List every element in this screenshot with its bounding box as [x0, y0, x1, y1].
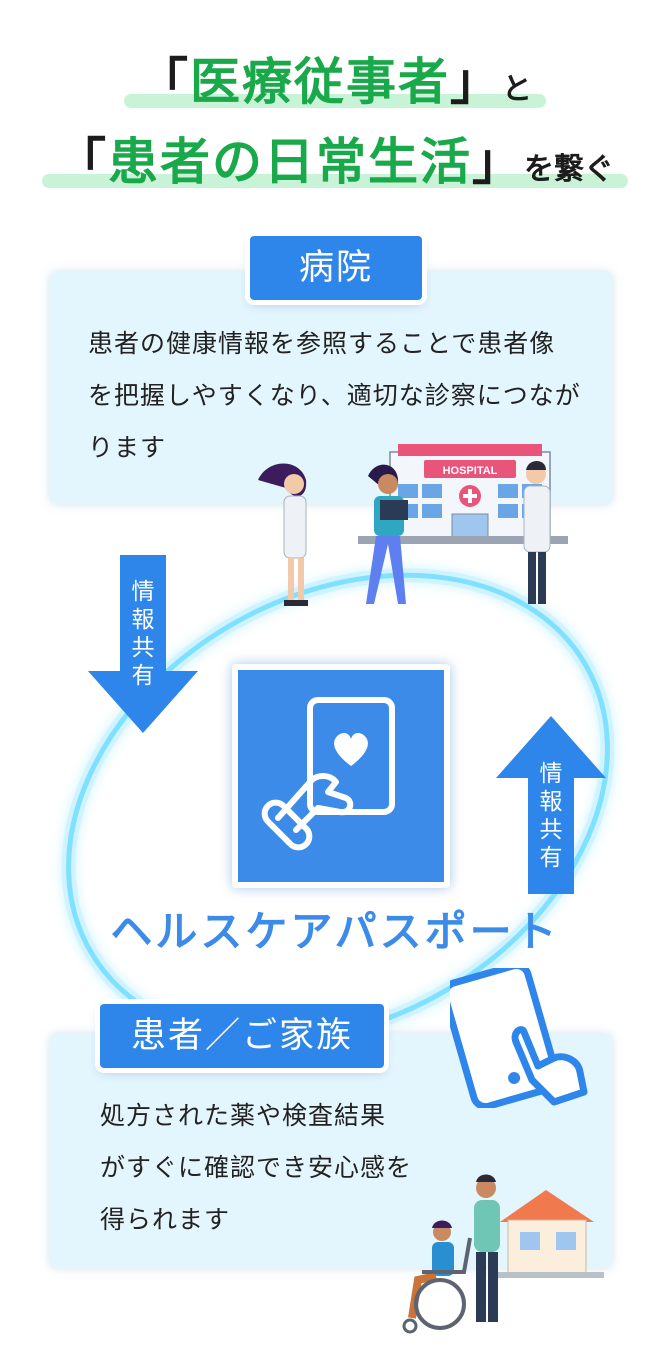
bracket-close: 」	[450, 53, 502, 111]
patient-line-3: 得られます	[100, 1205, 231, 1234]
down-arrow-icon	[88, 555, 198, 733]
wheel	[414, 1278, 466, 1330]
down-arrow-label: 情 報 共 有	[128, 578, 158, 690]
bracket-close: 」	[472, 133, 524, 191]
hospital-line-2: を把握しやすくなり、適切な診察につなが	[88, 381, 581, 410]
patient-line-1: 処方された薬や検査結果	[100, 1101, 387, 1130]
down-arrow-char-2: 報	[131, 607, 155, 633]
smartphone-tap-icon	[450, 968, 588, 1108]
headline-emphasis-1: 医療従事者	[190, 53, 450, 111]
heart-card-hand-icon	[261, 697, 395, 851]
hospital-sign	[424, 460, 516, 478]
up-arrow-label: 情 報 共 有	[536, 760, 566, 872]
healthcare-passport-title: ヘルスケアパスポート	[110, 907, 560, 956]
headline-line-1: 「医療従事者」と	[0, 42, 670, 114]
down-arrow-char-4: 有	[131, 663, 155, 689]
up-arrow-char-3: 共	[539, 817, 563, 843]
headline-emphasis-2: 患者の日常生活	[108, 133, 472, 191]
bracket-open: 「	[56, 133, 108, 191]
down-arrow-char-1: 情	[131, 579, 155, 605]
headline-line-2: 「患者の日常生活」を繋ぐ	[0, 122, 670, 194]
down-arrow-char-3: 共	[131, 635, 155, 661]
up-arrow-char-4: 有	[539, 845, 563, 871]
patient-line-2: がすぐに確認でき安心感を	[100, 1153, 413, 1182]
hospital-description: 患者の健康情報を参照することで患者像 を把握しやすくなり、適切な診察につなが り…	[88, 318, 581, 474]
x-ray-board	[380, 500, 408, 520]
house-roof	[500, 1190, 594, 1222]
healthcare-passport-icon-box	[232, 664, 450, 888]
patient-description: 処方された薬や検査結果 がすぐに確認でき安心感を 得られます	[100, 1090, 412, 1246]
patient-family-label: 患者／ご家族	[100, 1004, 384, 1068]
bracket-open: 「	[138, 53, 190, 111]
hospital-illustration: HOSPITAL	[258, 444, 568, 606]
hospital-sign-text: HOSPITAL	[443, 465, 498, 477]
hospital-line-1: 患者の健康情報を参照することで患者像	[88, 329, 556, 358]
headline-tail-1: と	[502, 72, 532, 107]
hospital-label: 病院	[250, 236, 422, 300]
up-arrow-char-2: 報	[539, 789, 563, 815]
headline-tail-2: を繋ぐ	[524, 152, 614, 187]
family-illustration	[402, 1174, 604, 1334]
up-arrow-char-1: 情	[539, 761, 563, 787]
up-arrow-icon	[496, 716, 606, 894]
hospital-line-3: ります	[88, 433, 167, 462]
